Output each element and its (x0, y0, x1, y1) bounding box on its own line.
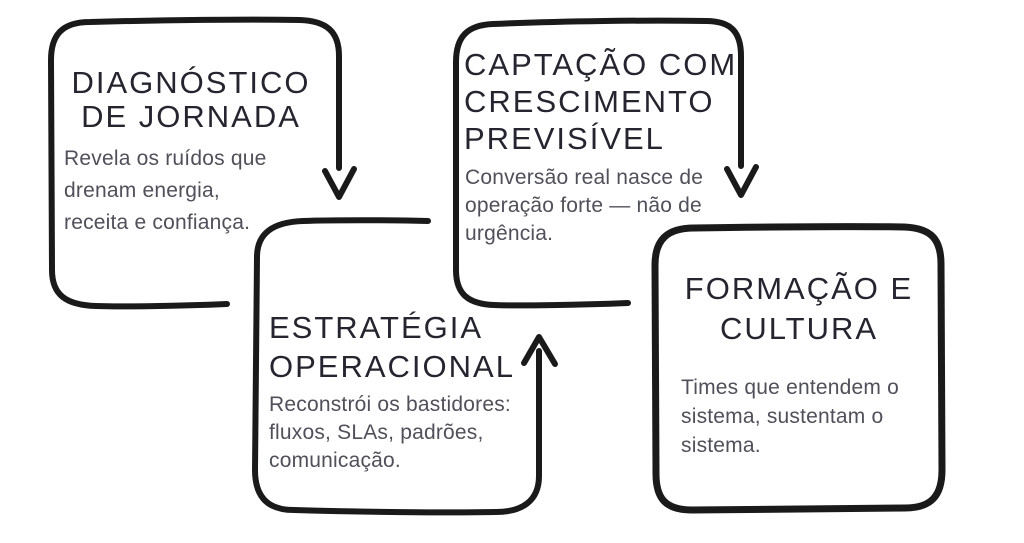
box-formacao-outline (651, 223, 946, 514)
description-line: fluxos, SLAs, padrões, (269, 421, 484, 444)
node-description: Reconstrói os bastidores: fluxos, SLAs, … (269, 391, 539, 475)
box-diagnostico-outline (48, 16, 342, 310)
node-title: DIAGNÓSTICO DE JORNADA (45, 66, 337, 134)
description-line: sistema. (681, 434, 761, 457)
title-line: CRESCIMENTO (464, 84, 715, 119)
description-line: Times que entendem o (681, 376, 900, 399)
description-line: Conversão real nasce de (465, 166, 704, 189)
description-line: drenam energia, (64, 179, 220, 202)
description-line: sistema, sustentam o (681, 405, 884, 428)
box-estrategia-outline (252, 217, 542, 516)
box-captacao-outline (453, 17, 744, 309)
description-line: receita e confiança. (64, 211, 251, 234)
arrow-captacao-to-formacao-head-icon (724, 164, 759, 198)
title-line: DIAGNÓSTICO (71, 65, 311, 100)
arrow-diagnostico-to-estrategia-head-icon (322, 166, 357, 200)
title-line: CAPTAÇÃO COM (464, 47, 738, 82)
description-line: Revela os ruídos que (64, 147, 267, 170)
title-line: PREVISÍVEL (464, 121, 665, 156)
title-line: CULTURA (719, 311, 879, 346)
node-description: Conversão real nasce de operação forte —… (465, 164, 745, 248)
title-line: OPERACIONAL (269, 349, 515, 384)
title-line: FORMAÇÃO E (684, 271, 914, 306)
description-line: Reconstrói os bastidores: (269, 393, 511, 416)
arrow-estrategia-to-captacao-head-icon (521, 334, 558, 367)
description-line: urgência. (465, 222, 554, 245)
node-description: Revela os ruídos que drenam energia, rec… (64, 143, 304, 239)
node-description: Times que entendem o sistema, sustentam … (681, 373, 931, 460)
node-title: FORMAÇÃO E CULTURA (656, 269, 942, 349)
description-line: operação forte — não de (465, 194, 702, 217)
node-title: ESTRATÉGIA OPERACIONAL (269, 308, 549, 386)
node-title: CAPTAÇÃO COM CRESCIMENTO PREVISÍVEL (464, 46, 754, 157)
description-line: comunicação. (269, 449, 401, 472)
title-line: ESTRATÉGIA (269, 310, 484, 345)
title-line: DE JORNADA (81, 99, 301, 134)
